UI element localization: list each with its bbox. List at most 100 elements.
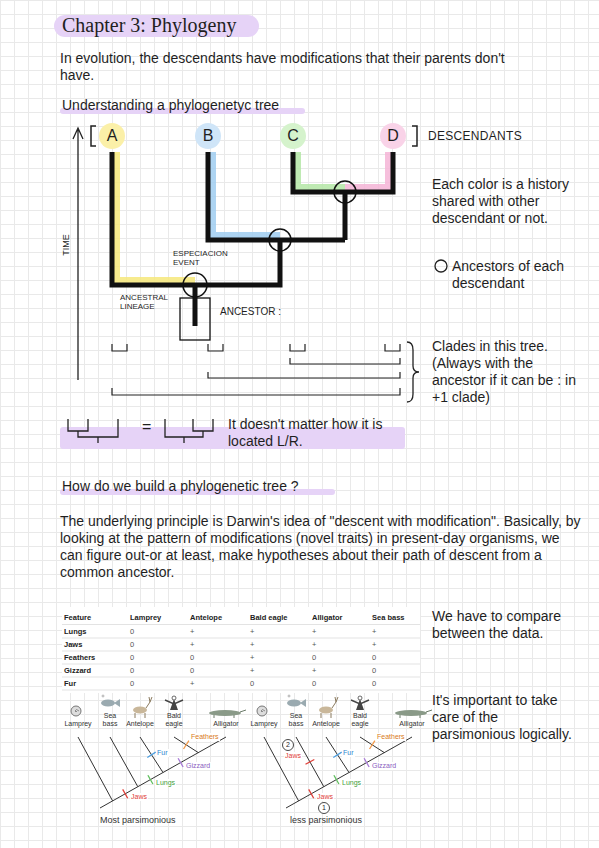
species-name: Lamprey	[60, 720, 96, 728]
trait-tick	[147, 752, 155, 757]
trait-label: Fur	[342, 749, 355, 757]
caption-label: Most parsimonious	[100, 815, 176, 826]
table-cell: 0	[312, 679, 316, 688]
note-text: In evolution, the descendants have modif…	[60, 50, 530, 84]
table-cell: +	[250, 653, 254, 662]
trait-tick	[178, 758, 183, 767]
table-cell: Gizzard	[64, 666, 91, 675]
table-cell: 0	[190, 666, 194, 675]
descendant-circle: B	[195, 123, 221, 149]
note-text: It's important to take care of the parsi…	[432, 692, 582, 743]
trait-tick	[148, 775, 153, 784]
table-cell: 0	[372, 679, 376, 688]
part-label: ESPECIACION EVENT	[173, 249, 228, 267]
table-cell: +	[372, 627, 376, 636]
table-cell: 0	[372, 653, 376, 662]
trait-label: Feathers	[376, 733, 406, 741]
cladogram	[264, 737, 412, 808]
trait-tick	[334, 775, 339, 784]
table-cell: +	[372, 640, 376, 649]
caption-label: less parsimonious	[290, 815, 362, 826]
table-cell: 0	[190, 653, 194, 662]
descendant-letter: A	[107, 127, 118, 145]
callout-number: 2	[283, 740, 294, 750]
species-name: Bald eagle	[160, 712, 188, 728]
species-name: Alligator	[392, 720, 432, 728]
page-title: Chapter 3: Phylogeny	[62, 13, 236, 37]
part-label: ANCESTOR :	[220, 306, 310, 318]
table-cell: +	[250, 627, 254, 636]
trait-label: Lungs	[155, 779, 176, 787]
table-cell: Jaws	[64, 640, 82, 649]
bracket	[412, 126, 417, 146]
trait-tick	[364, 758, 369, 767]
section-heading: How do we build a phylogenetic tree ?	[62, 478, 442, 495]
tree-icons	[68, 419, 213, 443]
trait-label: Gizzard	[371, 762, 397, 770]
animal-icons	[257, 695, 432, 718]
descendant-letter: D	[387, 127, 399, 145]
note-text: Clades in this tree. (Always with the an…	[432, 338, 582, 406]
species-name: Sea bass	[284, 712, 308, 728]
table-ground	[62, 607, 420, 693]
trait-label: Gizzard	[185, 762, 211, 770]
table-cell: +	[190, 640, 194, 649]
axis-label: TIME	[61, 225, 71, 265]
lineage-b	[213, 152, 280, 235]
trait-label: Feathers	[190, 733, 220, 741]
lineage-d	[345, 152, 388, 187]
ancestor-circle	[269, 229, 291, 251]
tree-branches	[112, 152, 393, 326]
part-label: ANCESTRAL LINEAGE	[120, 293, 176, 311]
table-cell: Feathers	[64, 653, 95, 662]
cladogram	[78, 737, 226, 808]
table-cell: 0	[372, 666, 376, 675]
trait-tick	[333, 752, 341, 757]
time-arrow	[73, 128, 83, 380]
species-name: Antelope	[122, 720, 158, 728]
trait-label: Jaws	[284, 752, 302, 760]
trait-tick	[370, 741, 375, 749]
table-cell: +	[312, 627, 316, 636]
section-heading: Understanding a phylogenetyc tree	[62, 97, 362, 114]
trait-tick	[306, 760, 315, 765]
table-cell: 0	[312, 653, 316, 662]
table-cell: Bald eagle	[250, 613, 288, 622]
ancestor-circle	[183, 273, 207, 297]
animal-icons	[71, 695, 246, 718]
ancestor-box	[180, 298, 210, 340]
note-text: We have to compare between the data.	[432, 608, 582, 642]
species-name: Bald eagle	[346, 712, 374, 728]
table-cell: 0	[130, 679, 134, 688]
table-cell: Lamprey	[130, 613, 161, 622]
table-rules	[62, 625, 420, 691]
table-cell: +	[190, 627, 194, 636]
table-cell: +	[312, 640, 316, 649]
trait-tick	[309, 789, 314, 798]
table-cell: +	[312, 666, 316, 675]
ancestor-symbol	[435, 260, 447, 272]
bracket	[91, 126, 96, 146]
descendant-letter: C	[287, 127, 299, 145]
ancestor-circle	[334, 181, 356, 203]
table-cell: Sea bass	[372, 613, 405, 622]
descendant-circle: D	[380, 123, 406, 149]
species-name: Alligator	[206, 720, 246, 728]
callout-circle	[319, 803, 330, 814]
curly-brace	[407, 342, 419, 402]
callout-number: 1	[319, 803, 330, 813]
lineage-c	[298, 152, 345, 187]
species-name: Sea bass	[98, 712, 122, 728]
highlight-band: =It doesn't matter how it is located L/R…	[60, 414, 405, 450]
table-cell: Lungs	[64, 627, 87, 636]
descendant-letter: B	[203, 127, 214, 145]
table-cell: +	[190, 679, 194, 688]
note-text: Ancestors of each descendant	[452, 258, 582, 292]
descendant-circle: C	[280, 123, 306, 149]
axis-label: DESCENDANTS	[428, 129, 578, 143]
table-cell: 0	[130, 640, 134, 649]
note-text: Each color is a history shared with othe…	[432, 176, 582, 227]
table-cell: +	[250, 666, 254, 675]
trait-label: Fur	[156, 749, 169, 757]
table-cell: Fur	[64, 679, 76, 688]
